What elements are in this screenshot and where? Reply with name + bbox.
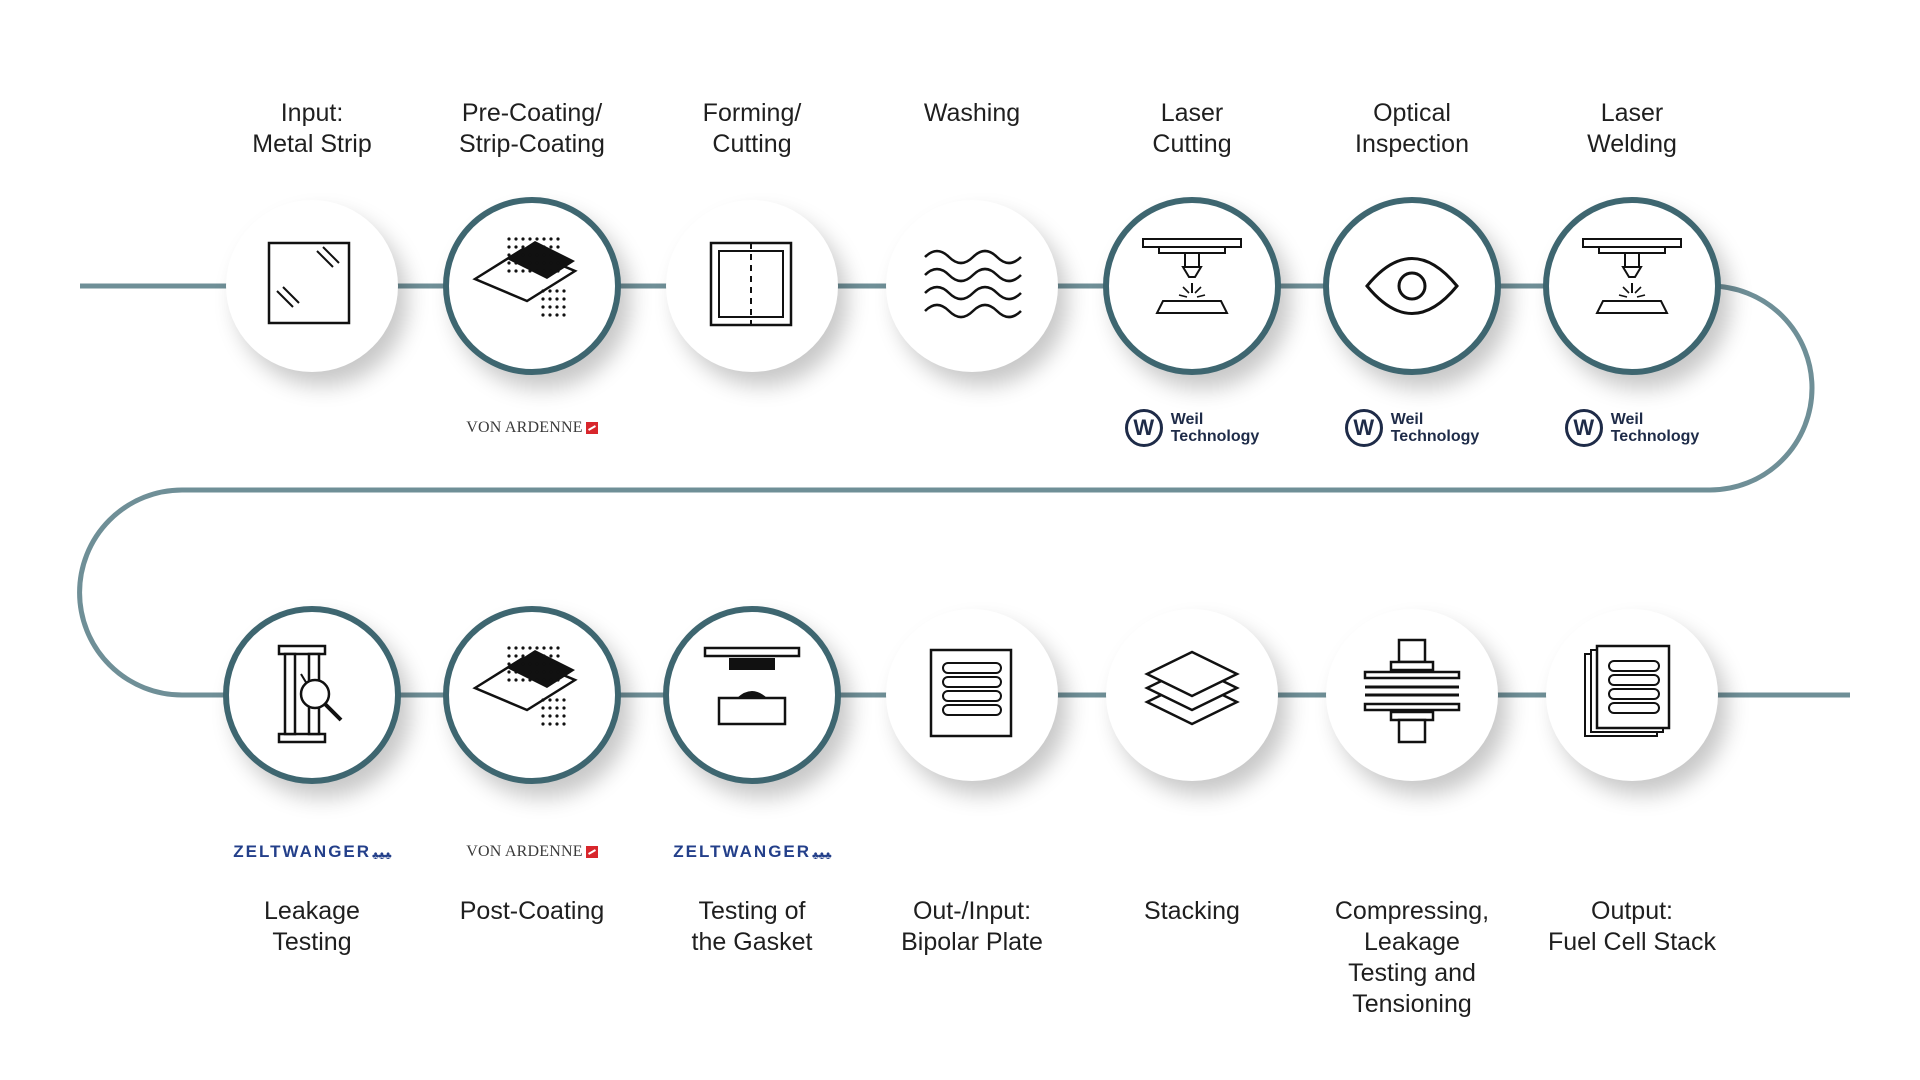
bipolar-plate-icon xyxy=(929,648,1013,738)
step-label-bipolar-plate: Out-/Input: Bipolar Plate xyxy=(852,896,1092,958)
von-ardenne-logo: VON ARDENNE xyxy=(447,416,617,440)
metal-strip-icon xyxy=(267,241,351,325)
step-label-line: Inspection xyxy=(1355,130,1469,158)
weil-logo-mark: W xyxy=(1344,409,1383,447)
step-node-laser-welding xyxy=(1543,197,1721,375)
step-label-line: Testing and xyxy=(1348,959,1476,987)
zeltwanger-logo: ZELTWANGER♣♣♣ xyxy=(673,842,832,862)
step-label-washing: Washing xyxy=(852,98,1092,129)
step-node-forming-cutting xyxy=(666,200,838,372)
step-label-line: Testing xyxy=(272,928,352,956)
step-label-line: Forming/ xyxy=(702,99,802,127)
step-node-leakage-testing xyxy=(223,606,401,784)
laser-icon xyxy=(1582,238,1682,314)
step-label-post-coating: Post-Coating xyxy=(412,896,652,927)
leak-test-icon xyxy=(277,644,343,744)
step-node-stacking xyxy=(1106,609,1278,781)
step-label-output-stack: Output: Fuel Cell Stack xyxy=(1512,896,1752,958)
step-label-line: Pre-Coating/ xyxy=(461,99,603,127)
step-label-line: Cutting xyxy=(1152,130,1232,158)
step-node-output-stack xyxy=(1546,609,1718,781)
step-label-line: Tensioning xyxy=(1352,990,1472,1018)
step-node-laser-cutting xyxy=(1103,197,1281,375)
step-node-bipolar-plate xyxy=(886,609,1058,781)
step-node-pre-coating xyxy=(443,197,621,375)
step-label-line: Welding xyxy=(1587,130,1677,158)
step-label-line: Leakage xyxy=(264,897,360,925)
step-label-line: Testing of xyxy=(698,897,806,925)
coating-icon xyxy=(472,237,578,317)
gasket-press-icon xyxy=(703,646,801,726)
step-label-line: Fuel Cell Stack xyxy=(1547,928,1717,956)
step-node-washing xyxy=(886,200,1058,372)
zeltwanger-logo: ZELTWANGER♣♣♣ xyxy=(233,842,392,862)
step-label-line: Optical xyxy=(1373,99,1451,127)
step-label-pre-coating: Pre-Coating/Strip-Coating xyxy=(412,98,652,160)
step-node-testing-gasket xyxy=(663,606,841,784)
step-node-input-metal-strip xyxy=(226,200,398,372)
step-label-line: Compressing, xyxy=(1334,897,1490,925)
weil-logo-mark: W xyxy=(1564,409,1603,447)
stack-output-icon xyxy=(1584,644,1671,737)
von-ardenne-mark-icon xyxy=(585,846,598,858)
step-label-line: Leakage xyxy=(1364,928,1460,956)
step-node-compressing xyxy=(1326,609,1498,781)
zeltwanger-mark-icon: ♣♣♣ xyxy=(812,850,832,862)
coating-icon xyxy=(472,646,578,726)
step-label-line: Strip-Coating xyxy=(459,130,605,158)
compress-icon xyxy=(1363,638,1461,744)
step-label-line: Cutting xyxy=(712,130,792,158)
step-label-line: Post-Coating xyxy=(459,897,605,925)
eye-icon xyxy=(1365,257,1459,315)
zeltwanger-mark-icon: ♣♣♣ xyxy=(372,850,392,862)
step-label-line: Bipolar Plate xyxy=(901,928,1043,956)
step-label-line: Input: xyxy=(280,99,344,127)
step-label-line: Output: xyxy=(1591,897,1673,925)
step-label-line: Metal Strip xyxy=(252,130,372,158)
step-label-stacking: Stacking xyxy=(1072,896,1312,927)
step-label-input-metal-strip: Input: Metal Strip xyxy=(192,98,432,160)
step-label-line: Laser xyxy=(1160,99,1224,127)
laser-icon xyxy=(1142,238,1242,314)
step-label-line: Laser xyxy=(1600,99,1664,127)
step-node-post-coating xyxy=(443,606,621,784)
layers-icon xyxy=(1144,650,1240,726)
von-ardenne-mark-icon xyxy=(585,422,598,434)
step-label-line: Stacking xyxy=(1144,897,1240,925)
von-ardenne-logo: VON ARDENNE xyxy=(447,840,617,864)
step-label-line: Washing xyxy=(923,99,1021,127)
step-label-testing-gasket: Testing of the Gasket xyxy=(632,896,872,958)
step-label-forming-cutting: Forming/Cutting xyxy=(632,98,872,160)
step-node-optical-inspection xyxy=(1323,197,1501,375)
forming-icon xyxy=(709,241,793,327)
weil-logo-mark: W xyxy=(1124,409,1163,447)
step-label-line: the Gasket xyxy=(691,928,813,956)
waves-icon xyxy=(924,249,1022,319)
step-label-line: Out-/Input: xyxy=(912,897,1032,925)
